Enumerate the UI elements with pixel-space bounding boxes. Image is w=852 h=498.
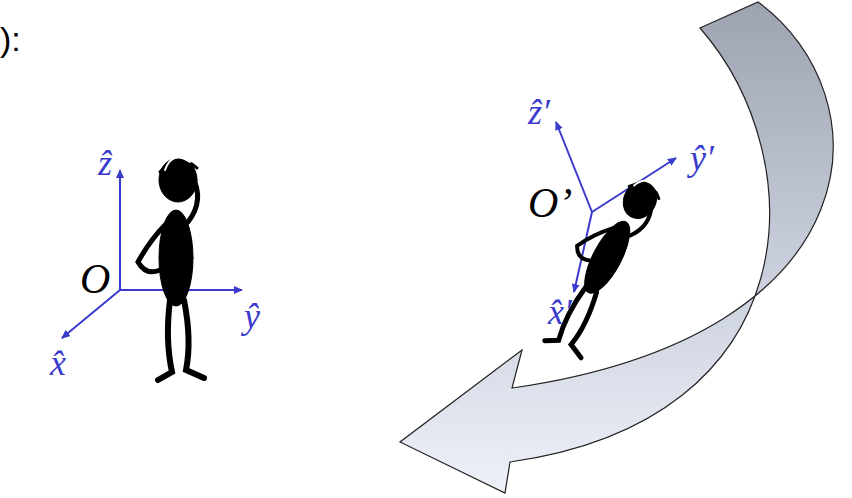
origin-label: O <box>80 258 110 300</box>
axis-label: ẑ <box>98 145 112 181</box>
axis-label: ẑ′ <box>528 94 550 130</box>
cut-off-heading: ): <box>0 22 21 56</box>
origin-label: O’ <box>528 182 572 224</box>
axis-label: ŷ′ <box>690 140 714 176</box>
frame-axes <box>62 170 242 338</box>
axis-label: ŷ <box>244 298 260 334</box>
axis-label: x̂ <box>50 345 66 381</box>
axis-label: x̂′ <box>548 294 572 330</box>
stick-figure <box>138 158 204 381</box>
rotation-arrow <box>400 2 833 493</box>
